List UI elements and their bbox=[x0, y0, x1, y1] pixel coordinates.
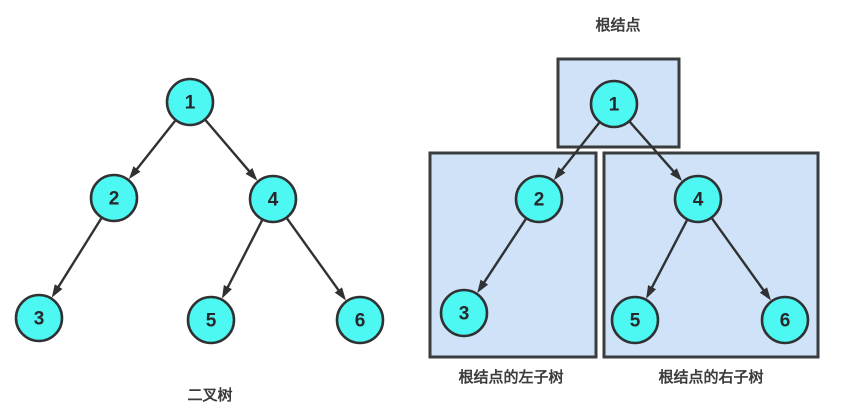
right-tree-node-circle-4 bbox=[673, 174, 723, 224]
caption-left-subtree: 根结点的左子树 bbox=[458, 368, 563, 386]
left-tree-node-4: 4 bbox=[248, 174, 298, 224]
right-tree-node-circle-3 bbox=[439, 288, 489, 338]
left-tree-node-circle-2 bbox=[89, 173, 139, 223]
caption-root-node: 根结点 bbox=[595, 16, 640, 34]
right-tree-node-4: 4 bbox=[673, 174, 723, 224]
left-tree-edge-2-to-3 bbox=[56, 217, 103, 290]
left-tree-arrowhead-1-to-4 bbox=[245, 167, 258, 181]
nodes-layer: 1 2 3 4 5 6 1 2 3 4 5 6 bbox=[14, 77, 810, 345]
left-tree-node-circle-1 bbox=[165, 77, 215, 127]
left-tree-node-label-6: 6 bbox=[355, 311, 366, 332]
left-tree-node-2: 2 bbox=[89, 173, 139, 223]
left-tree-node-1: 1 bbox=[165, 77, 215, 127]
right-tree-arrowhead-2-to-3 bbox=[477, 279, 489, 293]
edges-layer bbox=[51, 119, 771, 301]
right-tree-node-3: 3 bbox=[439, 288, 489, 338]
left-tree-node-circle-6 bbox=[335, 295, 385, 345]
left-tree-node-label-2: 2 bbox=[109, 189, 120, 210]
left-tree-node-label-4: 4 bbox=[268, 190, 279, 211]
left-tree-arrowhead-4-to-6 bbox=[334, 287, 346, 301]
right-tree-edge-4-to-6 bbox=[711, 217, 767, 294]
left-tree-node-label-3: 3 bbox=[34, 309, 45, 330]
right-tree-node-label-4: 4 bbox=[693, 190, 704, 211]
right-tree-node-circle-6 bbox=[760, 295, 810, 345]
left-tree-node-circle-3 bbox=[14, 293, 64, 343]
right-tree-arrowhead-1-to-2 bbox=[553, 167, 566, 181]
caption-right-subtree: 根结点的右子树 bbox=[658, 368, 763, 386]
left-tree-node-5: 5 bbox=[186, 295, 236, 345]
left-tree-arrowhead-1-to-2 bbox=[128, 166, 141, 180]
right-tree-node-label-5: 5 bbox=[630, 311, 641, 332]
left-tree-node-label-1: 1 bbox=[185, 93, 196, 114]
left-tree-node-circle-4 bbox=[248, 174, 298, 224]
right-tree-edge-1-to-4 bbox=[628, 121, 677, 175]
right-tree-arrowhead-1-to-4 bbox=[670, 168, 683, 182]
right-tree-edge-1-to-2 bbox=[559, 122, 601, 174]
right-tree-node-circle-1 bbox=[589, 79, 639, 129]
right-tree-arrowhead-4-to-6 bbox=[759, 287, 771, 301]
right-tree-edge-2-to-3 bbox=[481, 218, 527, 286]
left-tree-arrowhead-4-to-5 bbox=[221, 285, 232, 299]
left-tree-edge-4-to-6 bbox=[286, 217, 342, 294]
right-tree-node-label-6: 6 bbox=[780, 311, 791, 332]
right-tree-node-1: 1 bbox=[589, 79, 639, 129]
right-tree-node-label-1: 1 bbox=[609, 95, 620, 116]
caption-binary-tree: 二叉树 bbox=[187, 386, 232, 404]
left-tree-edge-4-to-5 bbox=[225, 219, 264, 291]
left-tree-edge-1-to-2 bbox=[134, 120, 177, 173]
right-tree-node-label-2: 2 bbox=[534, 190, 545, 211]
right-tree-node-circle-2 bbox=[514, 174, 564, 224]
left-tree-arrowhead-2-to-3 bbox=[51, 284, 63, 298]
right-tree-edge-4-to-5 bbox=[649, 219, 688, 291]
left-tree-node-3: 3 bbox=[14, 293, 64, 343]
right-tree-node-circle-5 bbox=[610, 295, 660, 345]
left-tree-node-label-5: 5 bbox=[206, 311, 217, 332]
left-tree-node-6: 6 bbox=[335, 295, 385, 345]
right-tree-node-5: 5 bbox=[610, 295, 660, 345]
right-tree-node-6: 6 bbox=[760, 295, 810, 345]
left-tree-edge-1-to-4 bbox=[204, 119, 252, 174]
right-tree-arrowhead-4-to-5 bbox=[646, 285, 657, 299]
left-tree-node-circle-5 bbox=[186, 295, 236, 345]
right-tree-node-2: 2 bbox=[514, 174, 564, 224]
right-tree-node-label-3: 3 bbox=[459, 304, 470, 325]
